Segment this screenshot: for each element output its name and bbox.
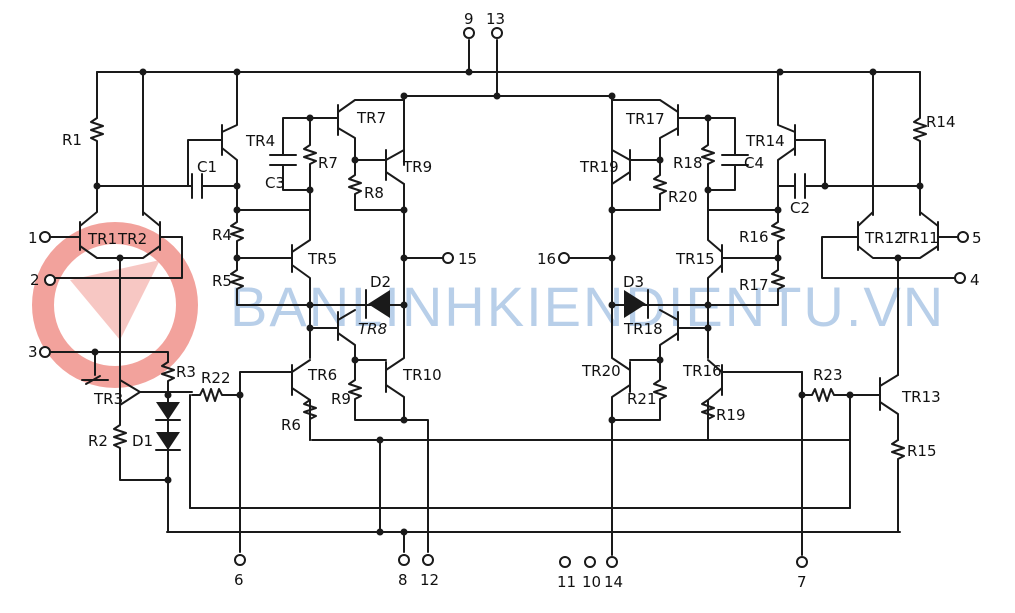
pin-5[interactable] (957, 231, 969, 243)
label-tr17: TR17 (625, 110, 665, 128)
input-stage-right (821, 71, 969, 533)
pin-label-1: 1 (28, 229, 38, 247)
label-tr11: TR11 (899, 229, 939, 247)
label-r1: R1 (62, 131, 82, 149)
label-tr1: TR1 (87, 230, 117, 248)
pin-7[interactable] (796, 556, 808, 568)
pin-9[interactable] (463, 27, 475, 39)
supply-rails (96, 39, 921, 100)
pin-15[interactable] (442, 252, 454, 264)
label-tr18: TR18 (623, 320, 663, 338)
label-c2: C2 (790, 199, 810, 217)
label-tr2: TR2 (117, 230, 147, 248)
label-tr5: TR5 (307, 250, 337, 268)
pin-label-7: 7 (797, 573, 807, 591)
pin-label-4: 4 (970, 271, 980, 289)
pin-label-12: 12 (420, 571, 439, 589)
ground-rails (166, 436, 901, 536)
label-c1: C1 (197, 158, 217, 176)
label-d2: D2 (370, 273, 391, 291)
label-tr9: TR9 (402, 158, 432, 176)
label-tr16: TR16 (682, 362, 722, 380)
label-tr12: TR12 (864, 229, 904, 247)
pin-label-5: 5 (972, 229, 982, 247)
label-r3: R3 (176, 363, 196, 381)
label-r19: R19 (716, 406, 746, 424)
pin-6[interactable] (234, 554, 246, 566)
label-c3: C3 (265, 174, 285, 192)
pin-2[interactable] (44, 274, 56, 286)
label-tr6: TR6 (307, 366, 337, 384)
pin-label-8: 8 (398, 571, 408, 589)
pin-label-3: 3 (28, 343, 38, 361)
watermark: BANLINHKIENDIENTU.VN (32, 222, 945, 388)
label-r4: R4 (212, 226, 232, 244)
label-r16: R16 (739, 228, 769, 246)
pin-16[interactable] (558, 252, 570, 264)
pin-label-11: 11 (557, 573, 576, 591)
pin-labels: 1 2 3 4 5 6 7 8 9 10 11 12 13 14 15 16 (28, 10, 982, 591)
pin-label-13: 13 (486, 10, 505, 28)
pin-label-14: 14 (604, 573, 623, 591)
label-r23: R23 (813, 366, 843, 384)
pin-label-2: 2 (30, 271, 40, 289)
label-tr4: TR4 (245, 132, 275, 150)
output-lower-right (608, 257, 881, 556)
pin-13[interactable] (491, 27, 503, 39)
pin-14[interactable] (606, 556, 618, 568)
pin-label-15: 15 (458, 250, 477, 268)
label-r5: R5 (212, 272, 232, 290)
component-labels: R1 C1 TR4 TR1 TR2 TR3 R2 D1 R3 R22 R4 R5… (62, 109, 956, 460)
driver-stage-right (704, 71, 924, 309)
label-r7: R7 (318, 154, 338, 172)
pin-3[interactable] (39, 346, 51, 358)
label-tr8: TR8 (358, 320, 387, 338)
label-c4: C4 (744, 154, 764, 172)
label-tr14: TR14 (745, 132, 785, 150)
label-r22: R22 (201, 369, 231, 387)
watermark-logo (32, 222, 198, 388)
pin-11[interactable] (559, 556, 571, 568)
label-r2: R2 (88, 432, 108, 450)
label-tr7: TR7 (356, 109, 386, 127)
watermark-text: BANLINHKIENDIENTU.VN (230, 275, 945, 338)
label-r8: R8 (364, 184, 384, 202)
input-stage-left (49, 71, 223, 376)
pin-1[interactable] (39, 231, 51, 243)
label-r18: R18 (673, 154, 703, 172)
label-tr10: TR10 (402, 366, 442, 384)
label-r21: R21 (627, 390, 657, 408)
label-tr15: TR15 (675, 250, 715, 268)
label-r20: R20 (668, 188, 698, 206)
label-tr20: TR20 (581, 362, 621, 380)
label-tr13: TR13 (901, 388, 941, 406)
pin-label-16: 16 (537, 250, 556, 268)
label-r15: R15 (907, 442, 937, 460)
pin-10[interactable] (584, 556, 596, 568)
left-pins (39, 231, 169, 385)
label-r14: R14 (926, 113, 956, 131)
pin-4[interactable] (954, 272, 966, 284)
label-r6: R6 (281, 416, 301, 434)
pin-12[interactable] (422, 554, 434, 566)
driver-stage-left (187, 71, 317, 306)
pin-8[interactable] (398, 554, 410, 566)
bottom-pins (234, 27, 808, 568)
pin-label-10: 10 (582, 573, 601, 591)
output-upper-left (291, 92, 454, 309)
label-tr3: TR3 (93, 390, 123, 408)
label-d1: D1 (132, 432, 153, 450)
label-r17: R17 (739, 276, 769, 294)
label-r9: R9 (331, 390, 351, 408)
label-d3: D3 (623, 273, 644, 291)
label-tr19: TR19 (579, 158, 619, 176)
pin-label-6: 6 (234, 571, 244, 589)
pin-label-9: 9 (464, 10, 474, 28)
output-lower-left (239, 257, 429, 553)
output-upper-right (558, 92, 782, 264)
